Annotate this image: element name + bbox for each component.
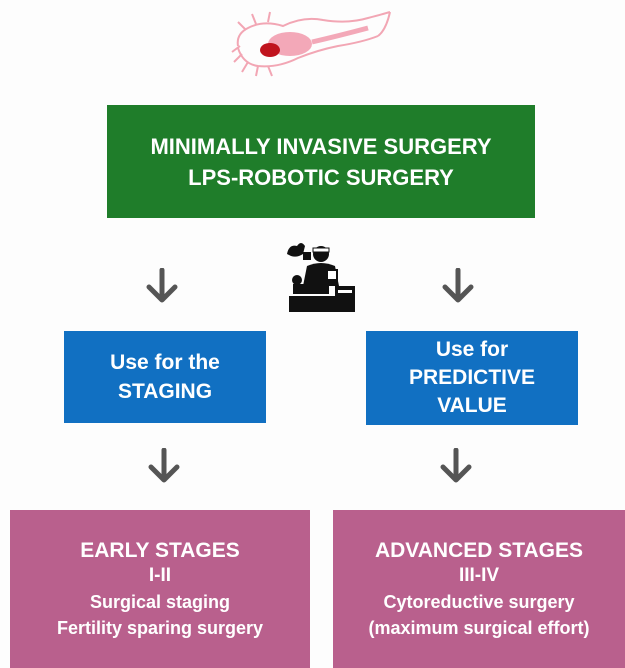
top-box-line-2: LPS-ROBOTIC SURGERY [188, 164, 454, 190]
early-stages-line-1: Surgical staging [89, 591, 231, 612]
advanced-stages-range: III-IV [458, 564, 500, 586]
predictive-box-line-1: Use for [435, 338, 509, 361]
arrow-down-icon [442, 268, 474, 303]
early-stages-line-2: Fertility sparing surgery [56, 617, 264, 638]
early-stages-box: EARLY STAGES I-II Surgical staging Ferti… [10, 510, 310, 668]
top-box-line-1: MINIMALLY INVASIVE SURGERY [150, 133, 492, 159]
arrow-down-icon [440, 448, 472, 483]
early-stages-range: I-II [148, 564, 172, 586]
advanced-stages-title: ADVANCED STAGES [374, 538, 584, 562]
surgeon-icon [287, 243, 355, 312]
predictive-box-line-2: PREDICTIVE [408, 366, 536, 389]
advanced-stages-line-2: (maximum surgical effort) [368, 617, 590, 638]
staging-box-line-2: STAGING [117, 380, 213, 403]
arrow-down-icon [146, 268, 178, 303]
staging-use-box: Use for the STAGING [64, 331, 266, 423]
predictive-box-line-3: VALUE [437, 394, 507, 417]
staging-box-line-1: Use for the [110, 351, 220, 374]
early-stages-title: EARLY STAGES [80, 538, 240, 562]
minimally-invasive-surgery-box: MINIMALLY INVASIVE SURGERY LPS-ROBOTIC S… [107, 105, 535, 218]
uterus-ovary-icon [231, 11, 391, 77]
arrow-down-icon [148, 448, 180, 483]
advanced-stages-box: ADVANCED STAGES III-IV Cytoreductive sur… [333, 510, 625, 668]
predictive-value-box: Use for PREDICTIVE VALUE [366, 331, 578, 425]
advanced-stages-line-1: Cytoreductive surgery [383, 591, 575, 612]
